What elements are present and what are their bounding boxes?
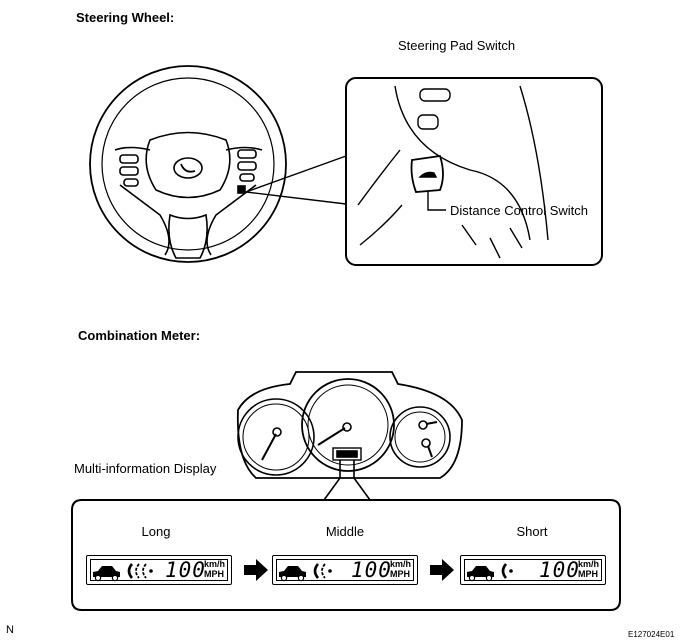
display-label-middle: Middle xyxy=(325,524,365,539)
display-label-short: Short xyxy=(516,524,548,539)
vehicle-distance-icon xyxy=(279,563,332,582)
speed-readout: 100 xyxy=(165,558,206,582)
callout-steering-pad-switch: Steering Pad Switch xyxy=(398,38,516,53)
speed-unit-mph: MPH xyxy=(204,569,224,579)
callout-distance-control-switch: Distance Control Switch xyxy=(450,203,588,218)
steering-pad-inset-frame xyxy=(345,77,603,266)
leader-line xyxy=(245,155,347,193)
speed-unit-mph: MPH xyxy=(390,569,410,579)
speed-unit-kmh: km/h xyxy=(390,559,412,569)
figure-code: E127024E01 xyxy=(628,630,675,639)
combination-meter-drawing xyxy=(236,371,463,479)
display-label-long: Long xyxy=(141,524,171,539)
speed-readout: 100 xyxy=(539,558,580,582)
arrow-right-icon xyxy=(430,559,454,581)
speed-unit-kmh: km/h xyxy=(578,559,600,569)
callout-multi-information-display: Multi-information Display xyxy=(74,461,217,476)
speed-readout: 100 xyxy=(351,558,392,582)
display-frame xyxy=(71,499,621,611)
leader-line xyxy=(245,191,347,205)
inset-detail-drawing xyxy=(357,85,549,259)
leader-line xyxy=(323,460,371,501)
section-title-combination-meter: Combination Meter: xyxy=(78,328,201,343)
corner-mark-left: N xyxy=(6,624,14,636)
arrow-right-icon xyxy=(244,559,268,581)
vehicle-distance-icon xyxy=(467,563,513,582)
leader-line xyxy=(427,192,446,211)
speed-unit-kmh: km/h xyxy=(204,559,226,569)
vehicle-distance-icon xyxy=(93,563,153,582)
steering-wheel-drawing xyxy=(89,65,287,263)
section-title-steering-wheel: Steering Wheel: xyxy=(76,10,175,25)
speed-unit-mph: MPH xyxy=(578,569,598,579)
